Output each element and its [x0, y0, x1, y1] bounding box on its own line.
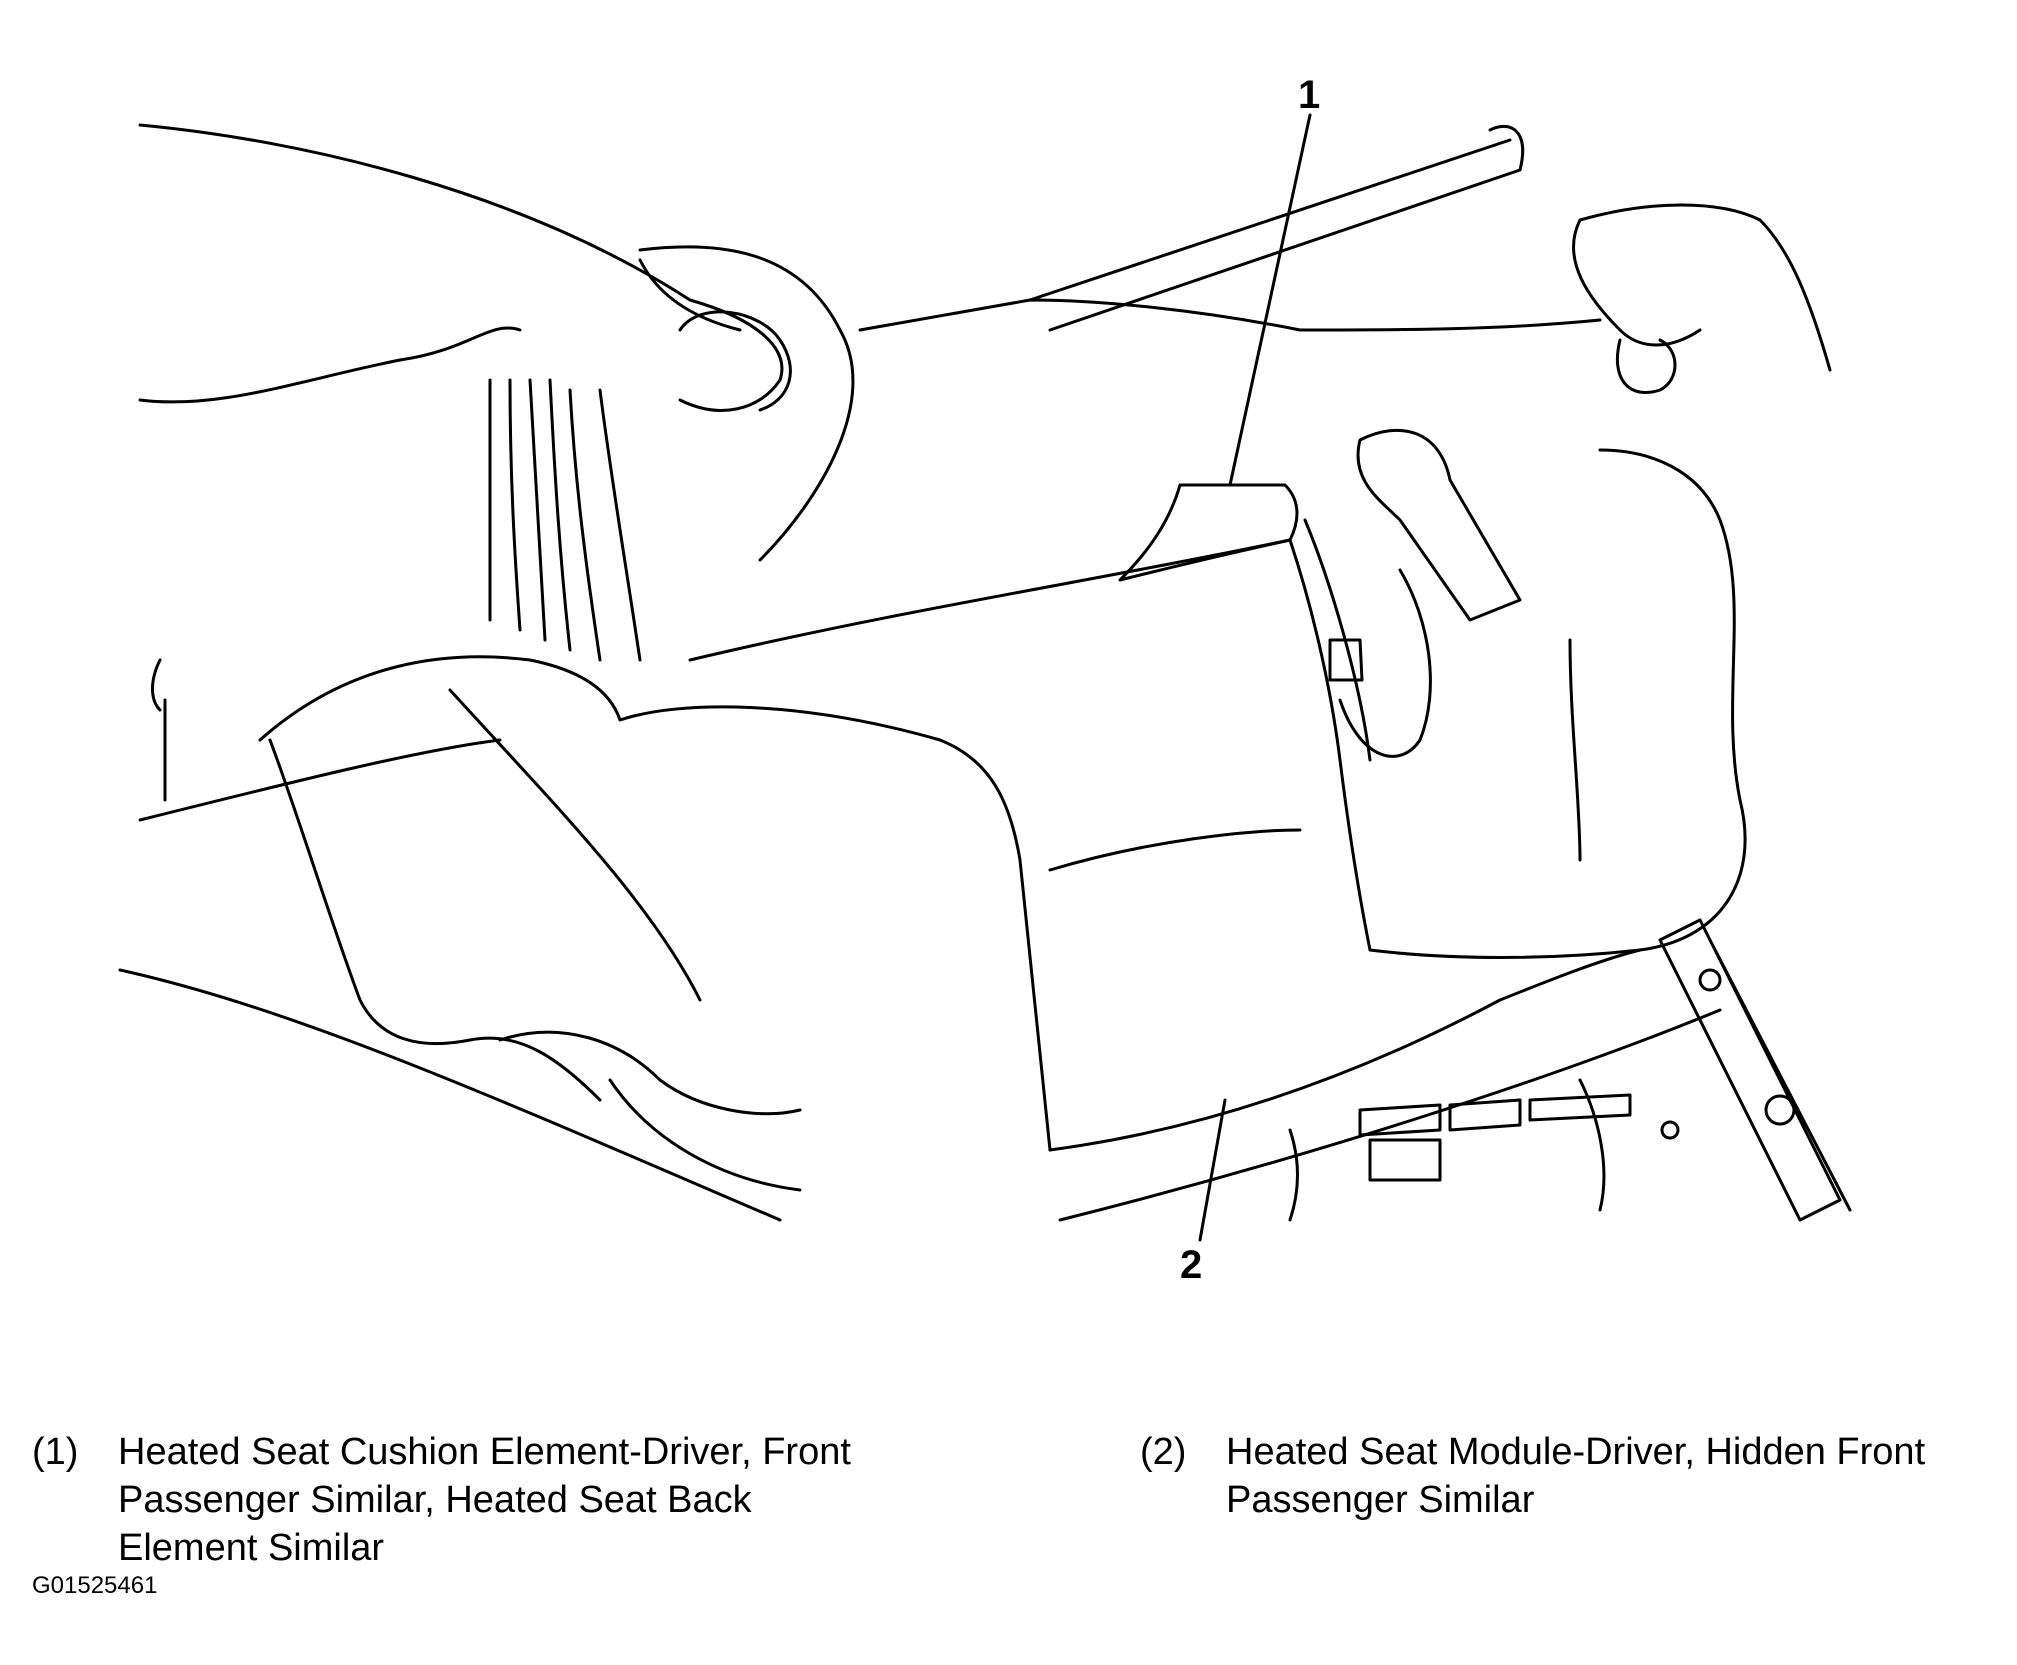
left-seat-bulge — [448, 688, 802, 1192]
leader-line-1 — [1228, 113, 1312, 487]
retainer-strap — [1356, 428, 1522, 622]
seat-cushion-front — [1048, 948, 1642, 1152]
track-bolt-right — [1764, 1094, 1796, 1126]
right-hand — [1572, 203, 1832, 372]
legend-item-1: (1) Heated Seat Cushion Element-Driver, … — [32, 1428, 1032, 1578]
legend-number-2: (2) — [1140, 1431, 1187, 1473]
seat-track — [1658, 918, 1852, 1222]
wire-harness — [1288, 518, 1432, 952]
seat-cushion-crease — [1048, 638, 1582, 872]
seat-cushion-left — [258, 655, 1052, 1152]
legend-item-2: (2) Heated Seat Module-Driver, Hidden Fr… — [1140, 1428, 2010, 1538]
leader-line-2 — [1198, 1098, 1227, 1242]
cushion-edge — [688, 538, 1292, 662]
seat-adjuster-block — [1368, 1138, 1442, 1182]
right-finger — [1615, 338, 1677, 395]
callout-2: 2 — [1180, 1243, 1203, 1287]
legend-number-1: (1) — [32, 1431, 79, 1473]
seat-back-rail — [1028, 124, 1525, 332]
seat-cushion-right — [1368, 448, 1747, 959]
seat-adjuster-bar — [1358, 1093, 1632, 1137]
seat-back-top — [638, 245, 855, 562]
wire-clip — [1328, 638, 1364, 682]
left-seat-fold — [498, 1030, 802, 1116]
lower-shape — [1288, 1078, 1606, 1222]
left-arm-outline — [138, 123, 784, 412]
track-bolt-top — [1698, 968, 1722, 992]
callout-1: 1 — [1298, 73, 1321, 117]
left-seat-bolster — [268, 738, 602, 1102]
legend-text-1: Heated Seat Cushion Element-Driver, Fron… — [118, 1431, 851, 1569]
figure-id: G01525461 — [32, 1572, 158, 1599]
track-bolt-low — [1660, 1120, 1680, 1140]
left-arm-lower — [138, 326, 522, 404]
left-seat-edge — [118, 738, 782, 1222]
floor-line — [1058, 1008, 1722, 1222]
pleat-lines — [488, 378, 642, 662]
left-fingers — [638, 258, 742, 332]
left-wall-mark — [151, 658, 167, 802]
seat-illustration — [118, 113, 1852, 1242]
seat-back-upper — [858, 298, 1602, 332]
cushion-element-pad — [1118, 483, 1299, 582]
left-thumb — [678, 310, 792, 412]
legend-text-2: Heated Seat Module-Driver, Hidden Front … — [1226, 1431, 1926, 1521]
